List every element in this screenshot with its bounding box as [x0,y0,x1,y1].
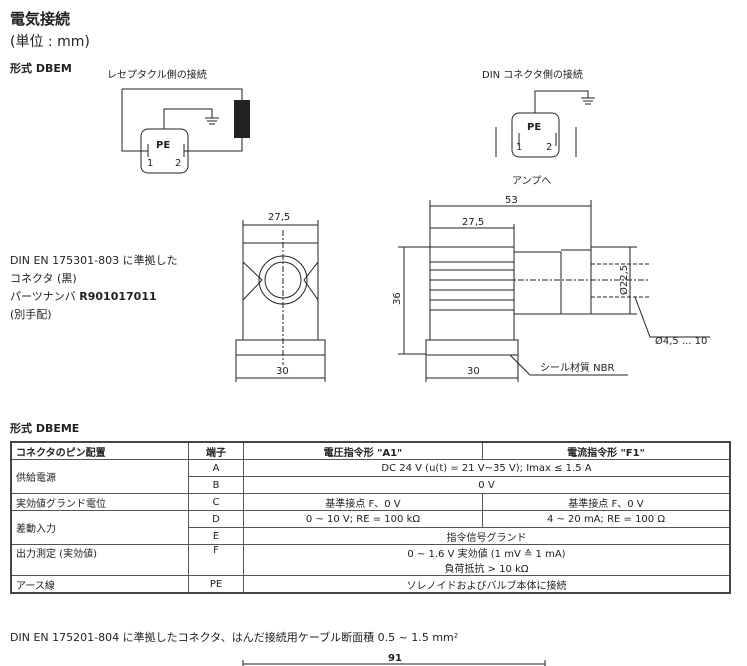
type-dbeme-heading: 形式 DBEME [10,422,80,435]
svg-text:30: 30 [276,366,289,377]
part-number-line: パーツナンバ R901017011 [10,288,178,306]
cell-line: 0 ~ 1.6 V 実効値 (1 mV ≙ 1 mA) [407,549,566,560]
svg-text:1: 1 [516,142,522,153]
note-line: コネクタ (黒) [10,272,77,285]
cell: アース線 [10,575,189,594]
svg-text:1: 1 [147,158,153,169]
svg-text:Ø4,5 ... 10: Ø4,5 ... 10 [655,335,707,347]
cell: 基準接点 F、0 V [243,493,483,511]
cell: 出力測定 (実効値) [10,544,189,576]
svg-text:シール材質 NBR: シール材質 NBR [540,361,615,374]
cell-line: 負荷抵抗 > 10 kΩ [444,564,529,575]
cell: ソレノイドおよびバルブ本体に接続 [243,575,731,594]
cell: A [188,459,244,477]
svg-text:36: 36 [392,292,403,305]
cell: PE [188,575,244,594]
svg-text:2: 2 [546,142,552,153]
type-dbem-heading: 形式 DBEM [10,62,72,75]
cell: B [188,476,244,494]
connector-front-view: 27,5 30 [235,212,326,382]
cell: 差動入力 [10,510,189,545]
col-header: 端子 [188,441,244,460]
din-label: DIN コネクタ側の接続 [482,68,583,81]
part-number: R901017011 [79,290,157,303]
unit-label: (単位 : mm) [10,34,90,50]
table-header: コネクタのピン配置 端子 電圧指令形 "A1" 電流指令形 "F1" [10,441,731,460]
cell: F [188,544,244,576]
svg-text:PE: PE [156,140,170,151]
svg-text:2: 2 [175,158,181,169]
cell: C [188,493,244,511]
cell: DC 24 V (u(t) = 21 V~35 V); Imax ≤ 1.5 A [243,459,731,477]
cell: 指令信号グランド [243,527,731,545]
cell: 実効値グランド電位 [10,493,189,511]
connector-side-view: 53 27,5 36 Ø22,5 Ø4,5 ... 10 シール材質 NBR 3… [392,195,710,382]
svg-text:PE: PE [527,122,541,133]
cell: 0 ~ 1.6 V 実効値 (1 mV ≙ 1 mA) 負荷抵抗 > 10 kΩ [243,544,731,576]
connector-note: DIN EN 175301-803 に準拠した コネクタ (黒) パーツナンバ … [10,252,178,324]
cell: 0 ~ 10 V; RE = 100 kΩ [243,510,483,528]
cell: 0 V [243,476,731,494]
receptacle-label: レセプタクル側の接続 [107,68,207,81]
svg-text:27,5: 27,5 [462,217,484,228]
cell: E [188,527,244,545]
note-line: パーツナンバ [10,290,80,303]
col-header: 電流指令形 "F1" [481,441,731,460]
cell: D [188,510,244,528]
col-header: 電圧指令形 "A1" [243,441,483,460]
note-line: (別手配) [10,308,52,321]
note-line: DIN EN 175301-803 に準拠した [10,254,178,267]
svg-text:53: 53 [505,195,518,206]
cell: 供給電源 [10,459,189,494]
svg-text:91: 91 [388,653,402,664]
din-wiring-diagram: DIN コネクタ側の接続 PE 1 2 アンプへ [482,68,595,187]
cell: 基準接点 F、0 V [481,493,731,511]
receptacle-wiring-diagram: レセプタクル側の接続 PE 1 2 [107,68,250,174]
footer-note: DIN EN 175201-804 に準拠したコネクタ、はんだ接続用ケーブル断面… [10,631,459,644]
dimension-91: 91 [242,653,546,666]
amp-label: アンプへ [512,175,551,187]
svg-text:27,5: 27,5 [268,212,290,223]
table-row: 出力測定 (実効値)F 0 ~ 1.6 V 実効値 (1 mV ≙ 1 mA) 負荷… [10,544,731,576]
page-title: 電気接続 [10,10,71,28]
svg-text:30: 30 [467,366,480,377]
col-header: コネクタのピン配置 [10,441,189,460]
cell: 4 ~ 20 mA; RE = 100 Ω [481,510,731,528]
